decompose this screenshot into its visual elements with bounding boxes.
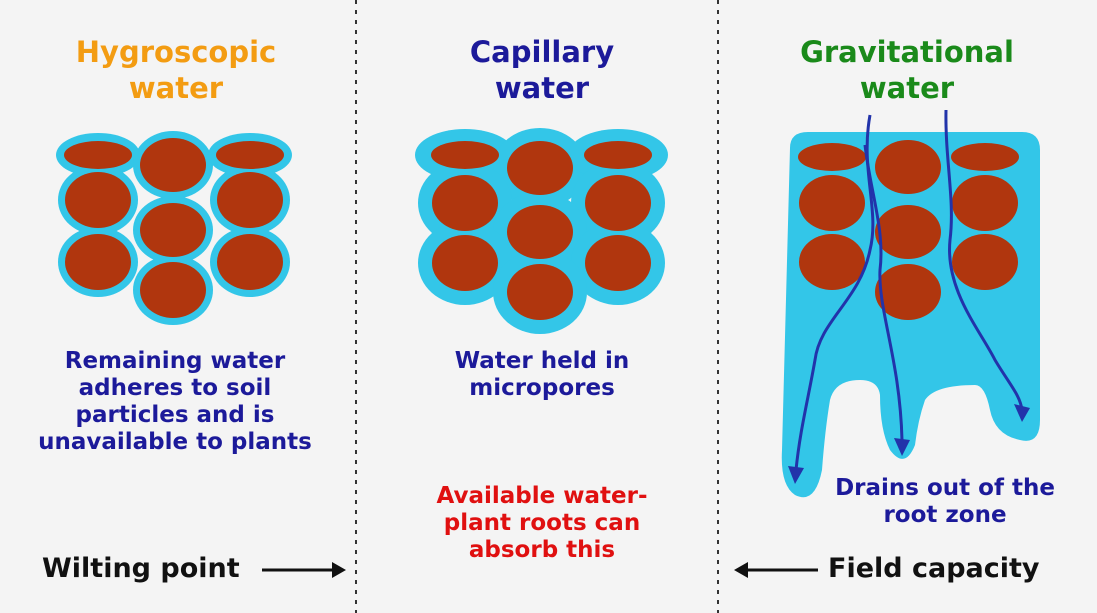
hygroscopic-title-line1: Hygroscopic (75, 35, 277, 69)
capillary-note-line1: Available water- (436, 483, 648, 509)
hygroscopic-title-line2: water (128, 71, 224, 105)
hygroscopic-desc-line1: Remaining water (64, 348, 286, 374)
gravitational-desc-line1: Drains out of the (835, 475, 1055, 501)
hygroscopic-particles (56, 131, 292, 325)
capillary-title-line1: Capillary (469, 35, 615, 69)
arrowhead-3 (1014, 404, 1030, 422)
drainage-path-1 (794, 114, 875, 471)
drainage-arrows (794, 109, 1024, 471)
capillary-note-line3: absorb this (468, 537, 616, 563)
gravitational-title-line2: water (859, 71, 955, 105)
gravitational-title-line1: Gravitational (800, 35, 1014, 69)
capillary-description: Water held in micropores (392, 348, 692, 402)
field-capacity-arrow (734, 562, 818, 578)
capillary-note-can: can (594, 510, 641, 536)
hygroscopic-title: Hygroscopic water (26, 34, 326, 106)
capillary-desc-line2: micropores (469, 375, 615, 401)
capillary-particles (415, 128, 668, 334)
capillary-title-line2: water (494, 71, 590, 105)
arrowhead-1 (788, 466, 804, 484)
capillary-note-line2: plant roots can (392, 510, 692, 537)
capillary-note: Available water- plant roots can absorb … (392, 483, 692, 564)
gravitational-title: Gravitational water (757, 34, 1057, 106)
capillary-note-line2a: plant roots (443, 510, 595, 536)
gravitational-particles (798, 140, 1019, 320)
wilting-point-arrow (262, 562, 346, 578)
arrowhead-2 (894, 438, 910, 456)
drainage-arrowheads (788, 404, 1030, 484)
field-capacity-label: Field capacity (828, 553, 1040, 584)
capillary-title: Capillary water (392, 34, 692, 106)
wilting-point-label: Wilting point (42, 553, 240, 584)
capillary-desc-line1: Water held in (454, 348, 630, 374)
hygroscopic-desc-line4: unavailable to plants (38, 429, 312, 455)
hygroscopic-desc-line3: particles and is (75, 402, 275, 428)
drainage-path-3 (944, 109, 1024, 411)
gravitational-description: Drains out of the root zone (815, 475, 1075, 529)
hygroscopic-description: Remaining water adheres to soil particle… (20, 348, 330, 456)
gravitational-desc-line2: root zone (883, 502, 1007, 528)
hygroscopic-desc-line2: adheres to soil (78, 375, 272, 401)
drainage-path-2 (863, 144, 904, 441)
